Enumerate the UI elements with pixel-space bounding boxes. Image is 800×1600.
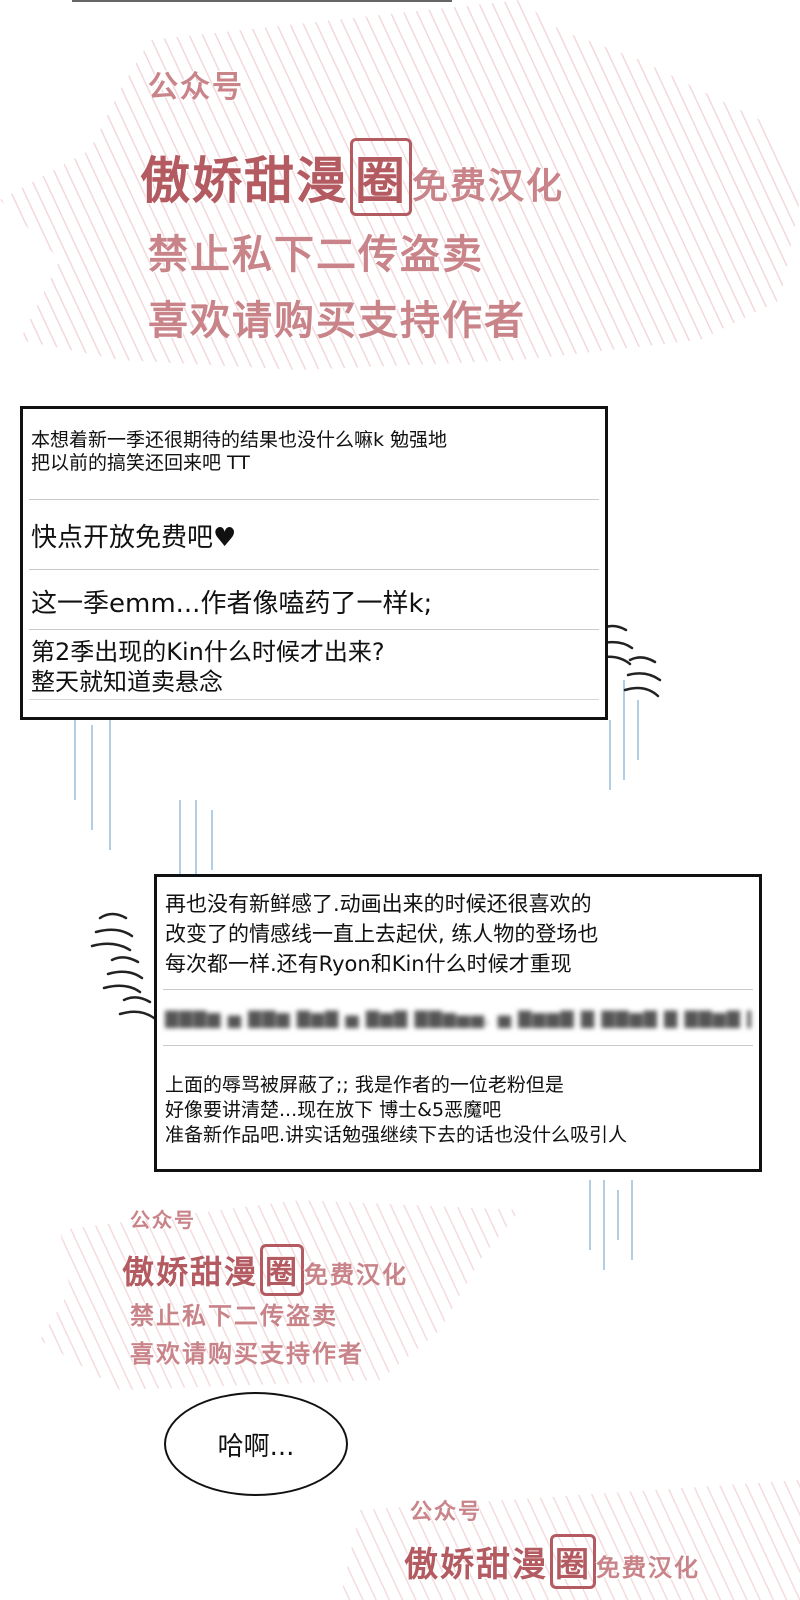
- watermark-bottom-brand-box: 圈: [550, 1534, 596, 1589]
- divider: [163, 1045, 753, 1046]
- watermark-mid-line1: 公众号: [130, 1208, 196, 1232]
- panel1-comment-1-line2: 把以前的搞笑还回来吧 TT: [31, 452, 250, 474]
- blurred-censored-comment: ▇▇▇▆ ▅ ▇▇▆ ▇▆▇ ▅ ▇▆▇ ▇▇▆▅▅. ▅ ▇▆▆▇ ▇ ▇▇▆…: [165, 1009, 751, 1029]
- watermark-top-line2: 傲娇甜漫圈免费汉化: [140, 138, 564, 216]
- panel2-comment-1-line2: 改变了的情感线一直上去起伏, 练人物的登场也: [165, 922, 599, 946]
- watermark-top-brand-box: 圈: [350, 138, 412, 216]
- watermark-mid-free: 免费汉化: [304, 1260, 409, 1289]
- panel1-comment-2: 快点开放免费吧♥: [31, 523, 237, 553]
- panel2-comment-3-line2: 好像要讲清楚...现在放下 博士&5恶魔吧: [165, 1099, 502, 1121]
- panel1-comment-4: 第2季出现的Kin什么时候才出来? 整天就知道卖悬念: [31, 637, 597, 697]
- panel2-comment-1-line3: 每次都一样.还有Ryon和Kin什么时候才重现: [165, 952, 572, 976]
- watermark-top-line4: 喜欢请购买支持作者: [148, 297, 526, 344]
- watermark-mid-line2: 傲娇甜漫圈免费汉化: [122, 1244, 408, 1296]
- divider: [29, 699, 599, 700]
- watermark-mid-line3: 禁止私下二传盗卖: [130, 1301, 338, 1330]
- panel1-comment-4-line2: 整天就知道卖悬念: [31, 668, 223, 696]
- speech-bubble-text: 哈啊...: [217, 1431, 295, 1462]
- watermark-mid-line4: 喜欢请购买支持作者: [130, 1339, 364, 1368]
- panel1-comment-1: 本想着新一季还很期待的结果也没什么嘛k 勉强地 把以前的搞笑还回来吧 TT: [31, 429, 597, 475]
- divider: [29, 629, 599, 630]
- top-border-line: [72, 0, 452, 2]
- watermark-top-brand: 傲娇甜漫: [140, 151, 348, 210]
- divider: [163, 989, 753, 990]
- comment-panel-1: 本想着新一季还很期待的结果也没什么嘛k 勉强地 把以前的搞笑还回来吧 TT 快点…: [20, 406, 608, 720]
- panel2-comment-3-line3: 准备新作品吧.讲实话勉强继续下去的话也没什么吸引人: [165, 1124, 628, 1146]
- panel1-comment-1-line1: 本想着新一季还很期待的结果也没什么嘛k 勉强地: [31, 429, 448, 451]
- divider: [29, 499, 599, 500]
- watermark-mid-brand-box: 圈: [260, 1244, 305, 1296]
- watermark-top-line1: 公众号: [148, 70, 244, 105]
- watermark-bottom-brand: 傲娇甜漫: [404, 1545, 548, 1585]
- panel2-comment-3-line1: 上面的辱骂被屏蔽了;; 我是作者的一位老粉但是: [165, 1074, 564, 1096]
- speech-bubble: 哈啊...: [164, 1392, 348, 1496]
- panel1-comment-3: 这一季emm...作者像嗑药了一样k;: [31, 589, 433, 619]
- panel1-comment-4-line1: 第2季出现的Kin什么时候才出来?: [31, 638, 385, 666]
- panel2-comment-1: 再也没有新鲜感了.动画出来的时候还很喜欢的 改变了的情感线一直上去起伏, 练人物…: [165, 889, 751, 979]
- watermark-top-free: 免费汉化: [412, 165, 565, 207]
- divider: [29, 569, 599, 570]
- watermark-top-line3: 禁止私下二传盗卖: [148, 231, 484, 278]
- panel2-comment-3: 上面的辱骂被屏蔽了;; 我是作者的一位老粉但是 好像要讲清楚...现在放下 博士…: [165, 1073, 751, 1148]
- panel2-comment-1-line1: 再也没有新鲜感了.动画出来的时候还很喜欢的: [165, 892, 592, 916]
- watermark-bottom-line1: 公众号: [410, 1499, 483, 1525]
- comment-panel-2: 再也没有新鲜感了.动画出来的时候还很喜欢的 改变了的情感线一直上去起伏, 练人物…: [154, 874, 762, 1172]
- watermark-mid-brand: 傲娇甜漫: [122, 1253, 259, 1291]
- watermark-bottom-free: 免费汉化: [596, 1553, 700, 1582]
- watermark-bottom-line2: 傲娇甜漫圈免费汉化: [404, 1534, 700, 1589]
